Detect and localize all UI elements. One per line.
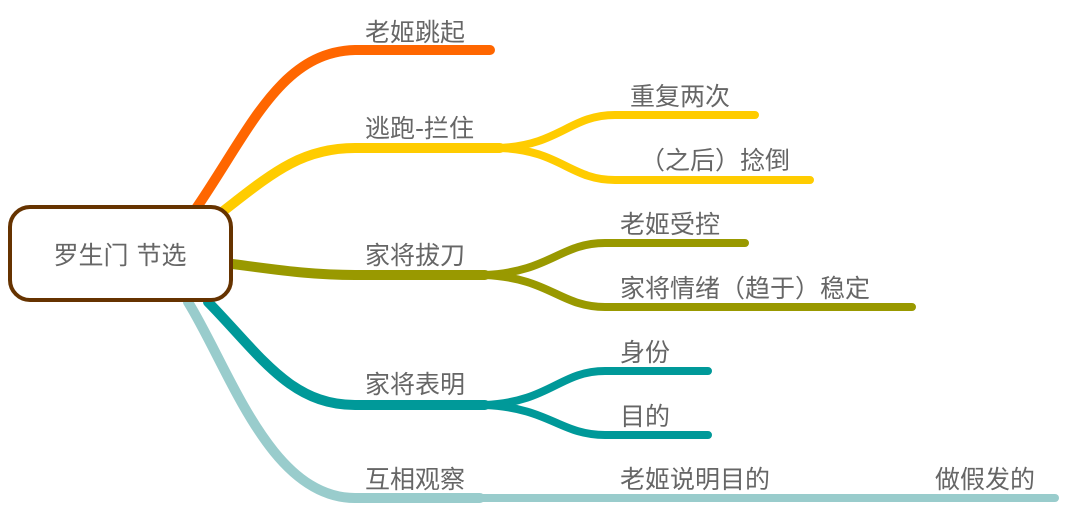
- subtopic-label[interactable]: （之后）捻倒: [640, 146, 790, 175]
- connector-4-2: [481, 401, 712, 439]
- subtopic-label[interactable]: 重复两次: [630, 82, 730, 111]
- connector-3-1: [481, 239, 749, 279]
- subtopic-label[interactable]: 做假发的: [935, 465, 1035, 494]
- connector-2-1: [496, 111, 759, 152]
- branch-label[interactable]: 家将表明: [365, 370, 465, 399]
- subtopic-label[interactable]: 身份: [620, 338, 670, 367]
- connector-branch-4: [203, 297, 490, 410]
- root-node[interactable]: 罗生门 节选: [8, 205, 233, 302]
- connector-2-2: [496, 144, 814, 184]
- branch-label[interactable]: 逃跑-拦住: [365, 114, 474, 143]
- connector-branch-5: [183, 297, 485, 503]
- branch-label[interactable]: 家将拔刀: [365, 241, 465, 270]
- branch-label[interactable]: 老姬跳起: [365, 18, 465, 47]
- connector-4-1: [481, 367, 712, 409]
- connector-branch-3: [227, 259, 490, 280]
- branch-label[interactable]: 互相观察: [365, 465, 465, 494]
- connector-branch-1: [190, 45, 495, 215]
- subtopic-label[interactable]: 老姬受控: [620, 210, 720, 239]
- root-label: 罗生门 节选: [54, 241, 187, 270]
- subtopic-label[interactable]: 目的: [620, 402, 670, 431]
- subtopic-label[interactable]: 老姬说明目的: [620, 465, 770, 494]
- connector-3-2: [481, 271, 916, 311]
- connector-branch-2: [217, 143, 505, 217]
- subtopic-label[interactable]: 家将情绪（趋于）稳定: [620, 274, 870, 303]
- branch-lines: [183, 45, 1059, 503]
